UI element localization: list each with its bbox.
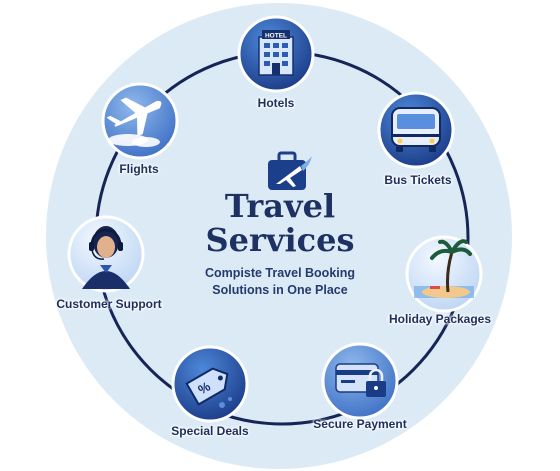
hotel-sign: HOTEL xyxy=(265,33,287,40)
customer-support-node[interactable] xyxy=(67,215,145,293)
bus-tickets-node[interactable] xyxy=(377,91,455,169)
title-line-2: Services xyxy=(205,221,355,259)
secure-payment-node[interactable] xyxy=(321,342,399,420)
flights-node[interactable] xyxy=(101,82,179,160)
subtitle-line-2: Solutions in One Place xyxy=(212,283,348,297)
holiday-packages-label: Holiday Packages xyxy=(388,312,492,326)
special-deals-label: Special Deals xyxy=(171,424,249,438)
tag-percent-icon: % xyxy=(185,367,229,406)
palm-beach-icon xyxy=(414,239,474,298)
hotels-label: Hotels xyxy=(257,96,295,110)
holiday-packages-node[interactable] xyxy=(405,235,483,313)
special-deals-node[interactable]: % xyxy=(171,345,249,423)
secure-payment-label: Secure Payment xyxy=(313,417,407,431)
hotels-node[interactable]: HOTEL xyxy=(237,15,315,93)
support-agent-icon xyxy=(82,226,130,289)
bus-icon xyxy=(391,107,441,152)
suitcase-plane-icon xyxy=(268,151,312,190)
customer-support-label: Customer Support xyxy=(56,297,162,311)
subtitle-line-1: Compiste Travel Booking xyxy=(204,266,356,280)
flights-label: Flights xyxy=(119,162,159,176)
card-lock-icon xyxy=(335,363,386,397)
hotel-icon: HOTEL xyxy=(258,30,294,76)
airplane-icon xyxy=(106,97,162,137)
title-line-1: Travel xyxy=(224,187,336,225)
bus-tickets-label: Bus Tickets xyxy=(384,173,452,187)
